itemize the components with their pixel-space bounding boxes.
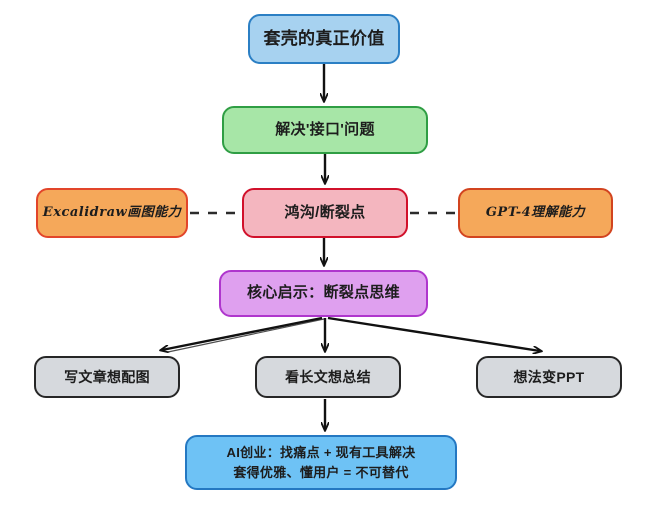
node-insight-label: 核心启示：断裂点思维 — [246, 284, 400, 302]
node-root[interactable]: 套壳的真正价值 — [248, 14, 400, 64]
node-solution[interactable]: 解决'接口'问题 — [222, 106, 428, 154]
node-case-1[interactable]: 写文章想配图 — [34, 356, 180, 398]
edge-insight-to-case-1-sketch — [167, 318, 325, 353]
node-solution-label: 解决'接口'问题 — [275, 120, 375, 138]
node-gap[interactable]: 鸿沟/断裂点 — [242, 188, 408, 238]
node-insight[interactable]: 核心启示：断裂点思维 — [219, 270, 428, 317]
node-case-2-label: 看长文想总结 — [285, 368, 371, 385]
node-case-3-label: 想法变PPT — [513, 368, 585, 385]
edge-insight-to-case-3 — [327, 316, 540, 351]
node-case-1-label: 写文章想配图 — [64, 368, 150, 385]
node-gap-label: 鸿沟/断裂点 — [284, 203, 366, 221]
node-conclusion-line-2: 套得优雅、懂用户 = 不可替代 — [233, 464, 409, 480]
node-left-capability[interactable]: Excalidraw画图能力 — [36, 188, 188, 238]
node-right-capability[interactable]: GPT-4理解能力 — [458, 188, 613, 238]
node-root-label: 套壳的真正价值 — [263, 28, 385, 48]
node-conclusion-line-1: AI创业：找痛点 + 现有工具解决 — [226, 444, 416, 460]
node-right-capability-label: GPT-4理解能力 — [485, 205, 586, 221]
node-case-2[interactable]: 看长文想总结 — [255, 356, 401, 398]
node-left-capability-label: Excalidraw画图能力 — [42, 205, 182, 221]
node-case-3[interactable]: 想法变PPT — [476, 356, 622, 398]
node-conclusion[interactable]: AI创业：找痛点 + 现有工具解决 套得优雅、懂用户 = 不可替代 — [185, 435, 457, 490]
edge-insight-to-case-1 — [162, 316, 323, 350]
